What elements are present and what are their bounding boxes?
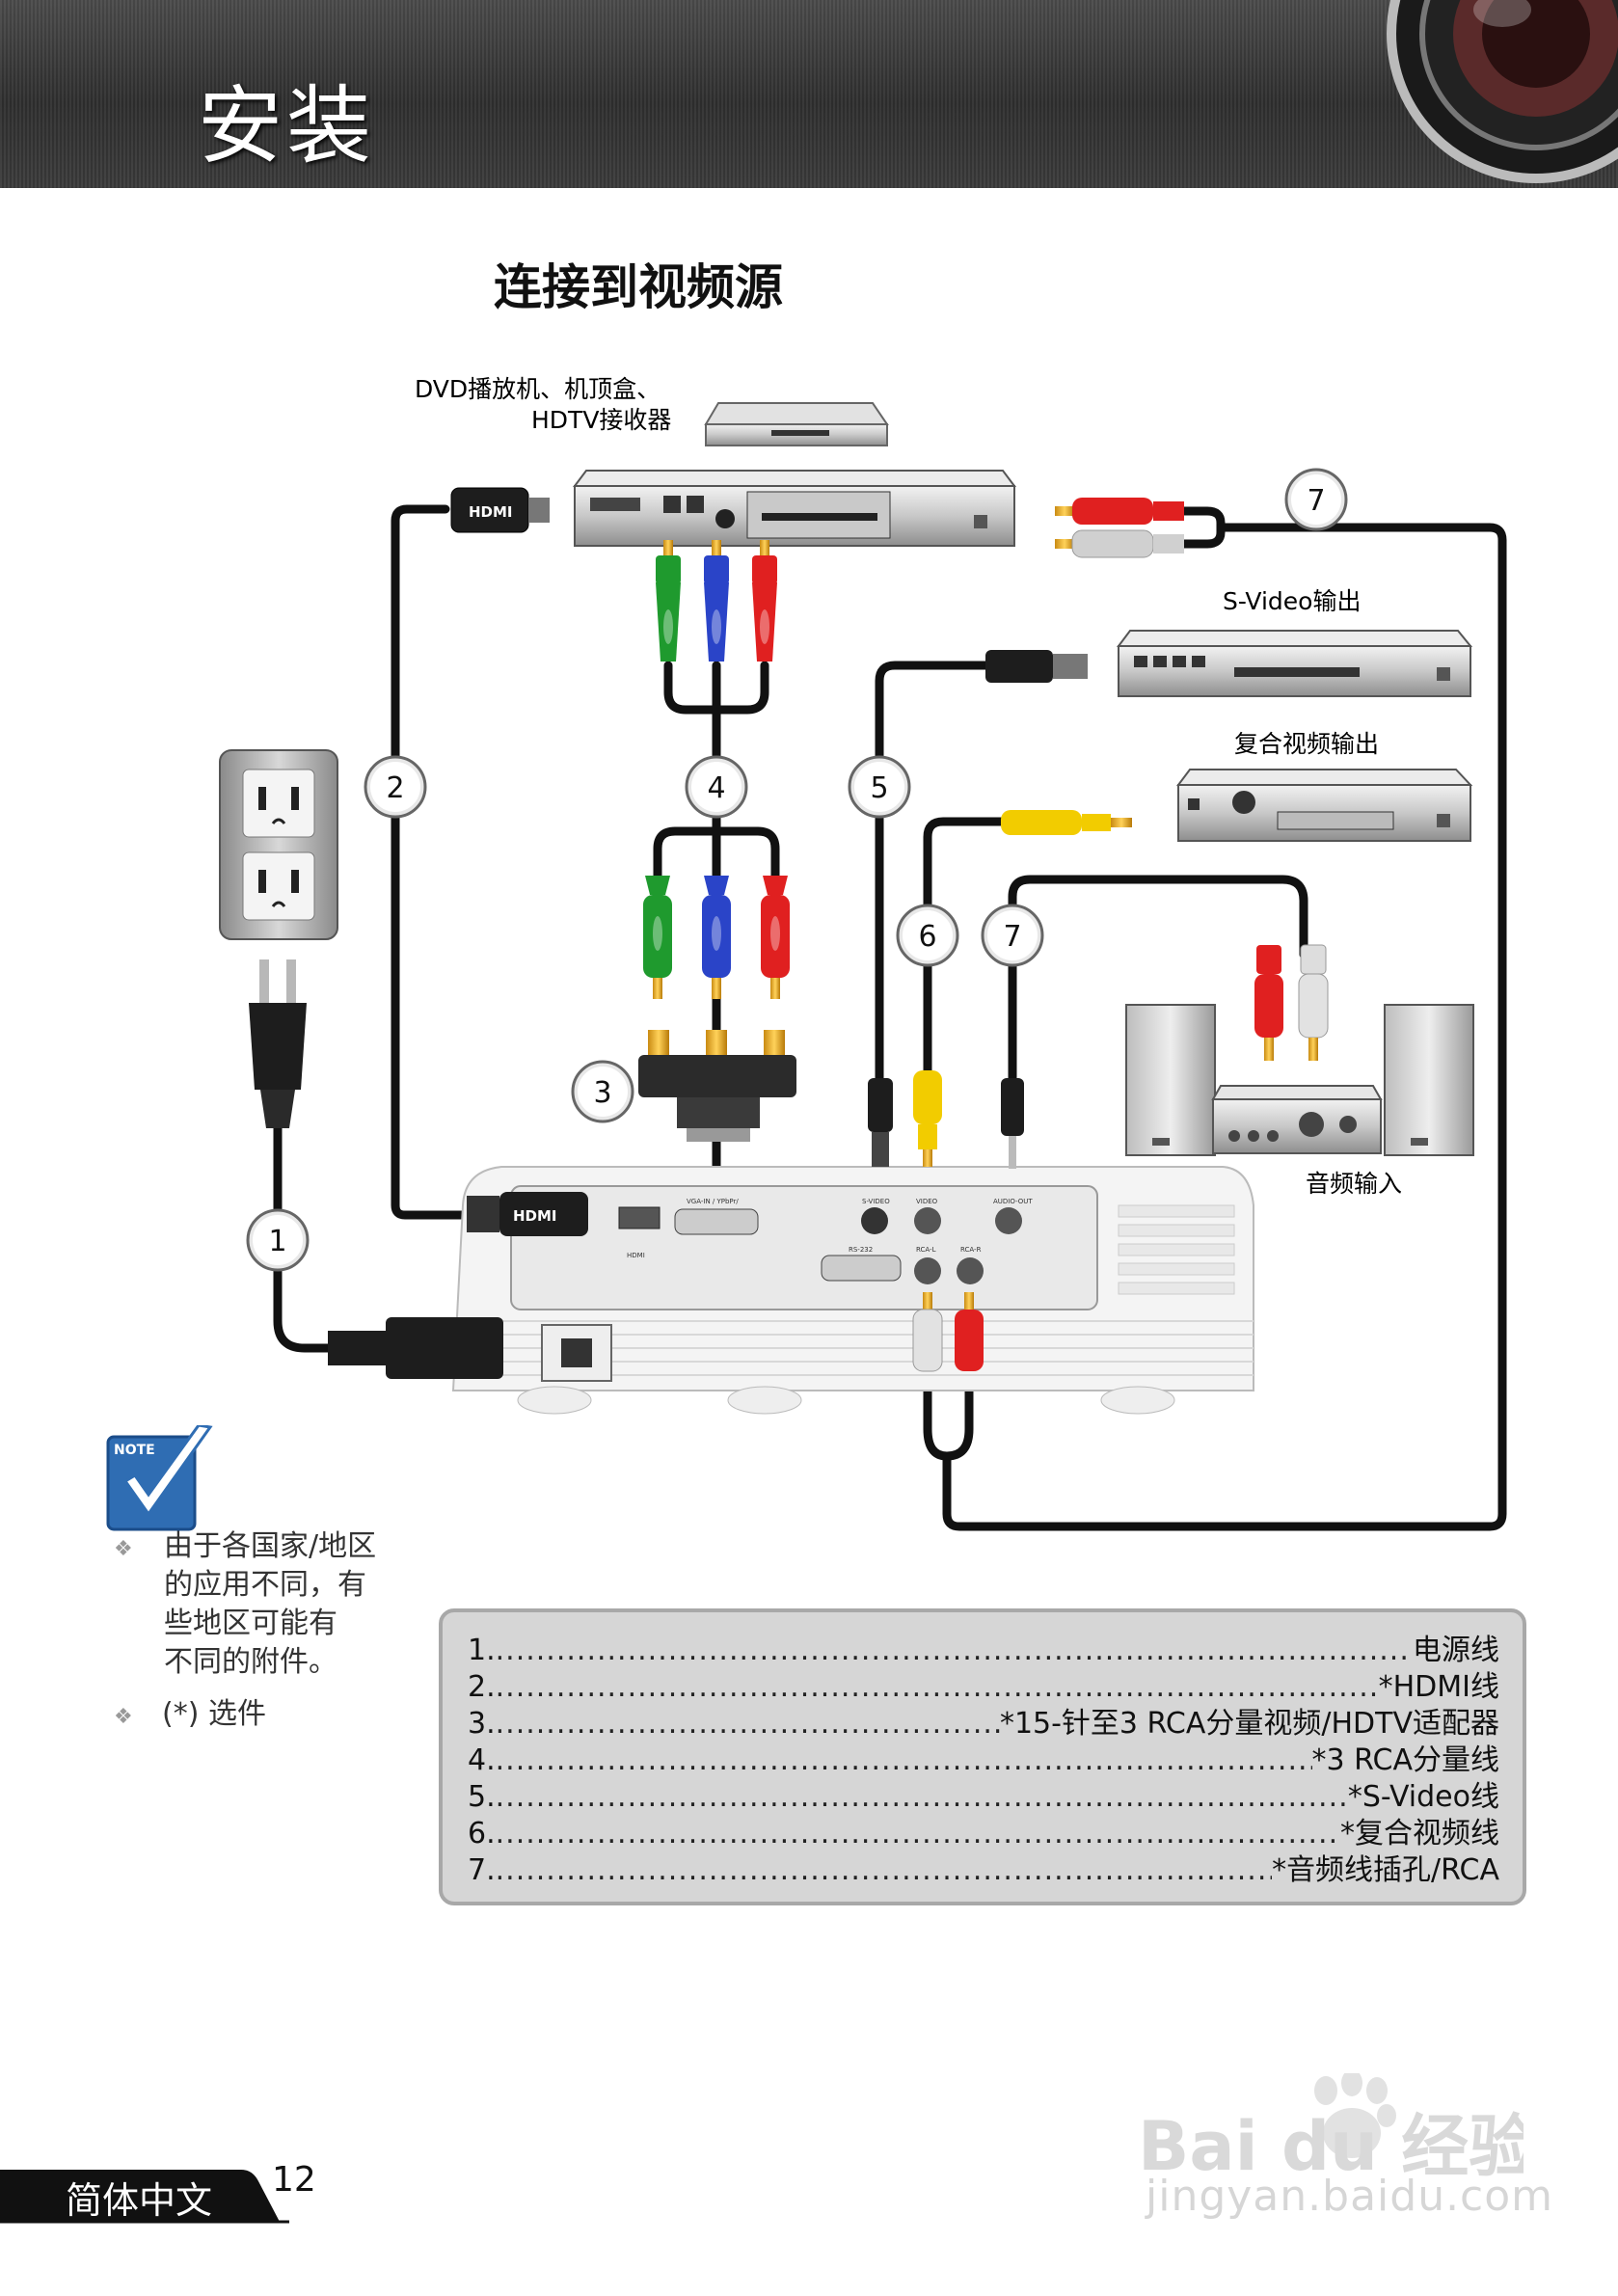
set-top-box (704, 402, 889, 446)
note-checkmark-icon: NOTE (106, 1425, 213, 1531)
svideo-source-device (1117, 630, 1473, 697)
list-item: 5.*S-Video线 (468, 1772, 1499, 1814)
power-connector-projector (328, 1317, 503, 1379)
callout-7-audio: 7 (981, 904, 1044, 967)
part-label: *3 RCA分量线 (1311, 1743, 1499, 1777)
page-number: 12 (272, 2160, 316, 2200)
composite-cable (923, 817, 1006, 1075)
svideo-out-label: S-Video输出 (1223, 587, 1361, 615)
hdmi-plug-label: HDMI (469, 503, 513, 521)
svg-text:3: 3 (593, 1076, 611, 1110)
note-bullet-1: ❖ (114, 1527, 133, 1569)
list-item: 4.*3 RCA分量线 (468, 1736, 1499, 1777)
page-header: 安装 (0, 0, 1618, 188)
bullet-icon: ❖ (114, 1537, 133, 1561)
section-title: 连接到视频源 (494, 259, 783, 315)
part-label: 电源线 (1413, 1634, 1499, 1667)
port-label-rca-l: RCA-L (916, 1246, 936, 1254)
component-plugs-top (656, 540, 777, 662)
part-label: *HDMI线 (1378, 1670, 1499, 1704)
composite-plug-top (1001, 810, 1132, 835)
svg-text:7: 7 (1003, 920, 1021, 954)
hdmi-plug-label-projector: HDMI (513, 1207, 557, 1225)
projector-input-plugs (868, 1070, 1024, 1169)
port-label-vga: VGA-IN / YPbPr/ (687, 1198, 739, 1205)
composite-source-device (1176, 769, 1473, 842)
part-label: *15-针至3 RCA分量视频/HDTV适配器 (999, 1707, 1499, 1741)
note-bullet-2: ❖ (114, 1695, 133, 1737)
svideo-plug-top (985, 650, 1088, 683)
note-icon-text: NOTE (114, 1443, 155, 1458)
port-label-svideo: S-VIDEO (862, 1198, 890, 1205)
svg-text:6: 6 (918, 920, 936, 954)
list-item: 3.*15-针至3 RCA分量视频/HDTV适配器 (468, 1699, 1499, 1741)
speaker-system (1125, 1004, 1474, 1156)
callout-4: 4 (685, 755, 748, 819)
svg-text:7: 7 (1307, 484, 1325, 518)
baidu-watermark-logo: Bai du 经验 (1138, 2073, 1524, 2179)
composite-out-label: 复合视频输出 (1234, 730, 1379, 758)
part-label: *复合视频线 (1340, 1817, 1499, 1850)
footer-language-tab (0, 2170, 289, 2224)
watermark-url: jingyan.baidu.com (1146, 2172, 1554, 2221)
part-label: *音频线插孔/RCA (1272, 1853, 1499, 1887)
header-title: 安装 (198, 76, 376, 176)
callout-5: 5 (848, 755, 911, 819)
connection-diagram: DVD播放机、机顶盒、 HDTV接收器 HDMI (219, 375, 1507, 1531)
footer-language: 简体中文 (66, 2179, 213, 2222)
svg-text:1: 1 (268, 1225, 286, 1258)
port-label-rca-r: RCA-R (960, 1246, 982, 1254)
callout-2: 2 (364, 755, 427, 819)
port-label-video: VIDEO (916, 1198, 938, 1205)
callout-numbers: 1 2 3 4 5 6 7 7 (246, 468, 1348, 1272)
projector-rca-audio-plugs (912, 1292, 984, 1372)
callout-6: 6 (896, 904, 959, 967)
audio-jack-cable (1008, 875, 1308, 1083)
part-label: *S-Video线 (1347, 1780, 1499, 1814)
hdmi-cable (391, 504, 468, 1220)
projector: HDMI VGA-IN / YPbPr/ S-VIDEO VIDEO AUDIO… (451, 1166, 1254, 1415)
rca-audio-plugs-speaker (1254, 944, 1329, 1061)
dvd-label-line1: DVD播放机、机顶盒、 (415, 375, 661, 403)
component-plugs-bottom (643, 876, 790, 999)
port-label-audio-out: AUDIO-OUT (993, 1198, 1033, 1205)
note-text-1: 由于各国家/地区 的应用不同，有 些地区可能有 不同的附件。 (164, 1527, 376, 1682)
hdmi-plug-top: HDMI (450, 487, 550, 533)
lens-graphic (1387, 0, 1618, 183)
list-item: 6.*复合视频线 (468, 1809, 1499, 1850)
port-label-hdmi: HDMI (627, 1252, 645, 1259)
svg-text:4: 4 (707, 771, 725, 805)
list-item: 1.电源线 (468, 1626, 1499, 1667)
port-label-rs232: RS-232 (849, 1246, 873, 1254)
watermark-logo-text: Bai du 经验 (1138, 2107, 1524, 2179)
list-item: 2.*HDMI线 (468, 1662, 1499, 1704)
note-text-2: (*) 选件 (162, 1697, 266, 1731)
power-plug (249, 959, 307, 1128)
note-line: 的应用不同，有 (164, 1568, 366, 1602)
power-cable (273, 1123, 352, 1353)
list-item: 7.*音频线插孔/RCA (468, 1846, 1499, 1887)
hdmi-plug-projector: HDMI (467, 1192, 588, 1236)
parts-list: 1.电源线 2.*HDMI线 3.*15-针至3 RCA分量视频/HDTV适配器… (439, 1608, 1526, 1905)
audio-in-label: 音频输入 (1306, 1170, 1402, 1198)
dvd-player (573, 470, 1016, 547)
svideo-cable (875, 661, 990, 1085)
note-line: 由于各国家/地区 (164, 1529, 377, 1563)
svg-text:5: 5 (870, 771, 888, 805)
svg-text:2: 2 (386, 771, 404, 805)
callout-3: 3 (571, 1060, 634, 1123)
note-line: 不同的附件。 (164, 1645, 337, 1679)
note-line: 些地区可能有 (164, 1607, 337, 1640)
dvd-label-line2: HDTV接收器 (531, 406, 671, 434)
callout-1: 1 (246, 1208, 310, 1272)
callout-7-rca: 7 (1284, 468, 1348, 531)
bullet-icon: ❖ (114, 1705, 133, 1729)
vga-rca-adapter (638, 1030, 796, 1142)
rca-audio-plugs-top (1055, 498, 1184, 558)
wall-outlet (219, 749, 338, 940)
